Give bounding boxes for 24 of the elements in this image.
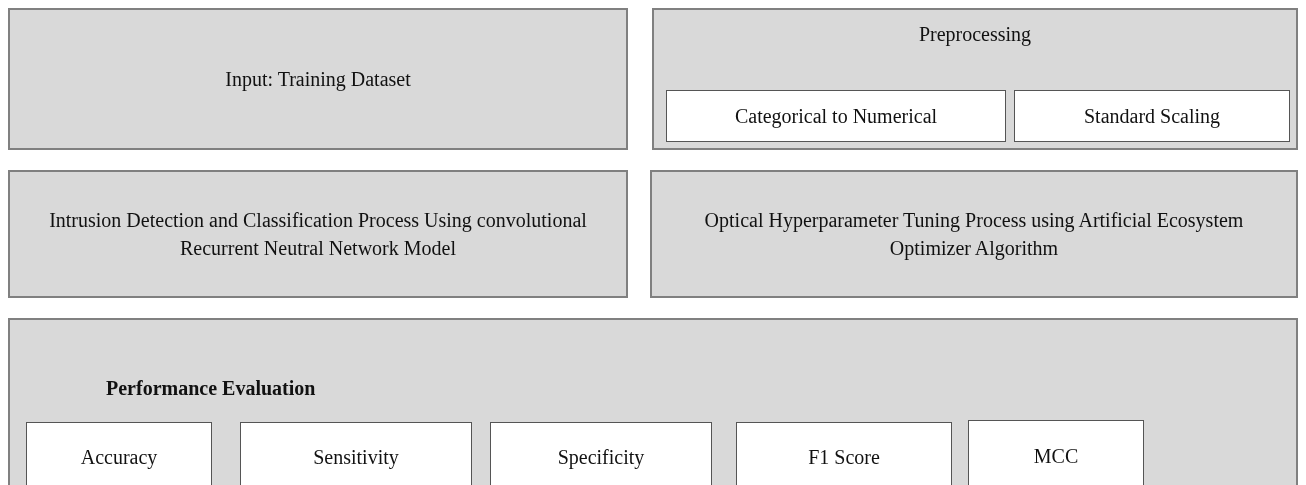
panel-title: Preprocessing: [917, 22, 1033, 48]
box-label: MCC: [1032, 444, 1080, 469]
panel-title: Performance Evaluation: [106, 376, 316, 401]
process-box: [26, 422, 212, 485]
group-panel: [8, 318, 1298, 485]
process-box: [240, 422, 472, 485]
group-panel: [652, 8, 1298, 150]
box-label: Input: Training Dataset: [224, 67, 412, 93]
box-label: Accuracy: [79, 445, 159, 471]
process-box: [968, 420, 1144, 485]
process-box: [666, 90, 1006, 142]
box-label: Sensitivity: [312, 445, 400, 471]
box-label: F1 Score: [807, 445, 881, 470]
box-label: Categorical to Numerical: [733, 104, 939, 130]
box-label: Optical Hyperparameter Tuning Process using Artificial Ecosystem Optimizer Algorithm: [703, 208, 1245, 262]
box-label: Standard Scaling: [1082, 104, 1222, 130]
process-box: [490, 422, 712, 485]
process-box: [650, 170, 1298, 298]
process-box: [736, 422, 952, 485]
box-label: Intrusion Detection and Classification Process Using convolutional Recurrent Neutral Network Model: [48, 208, 588, 261]
process-box: [8, 170, 628, 298]
box-label: Specificity: [556, 445, 646, 471]
process-box: [1014, 90, 1290, 142]
process-box: [8, 8, 628, 150]
